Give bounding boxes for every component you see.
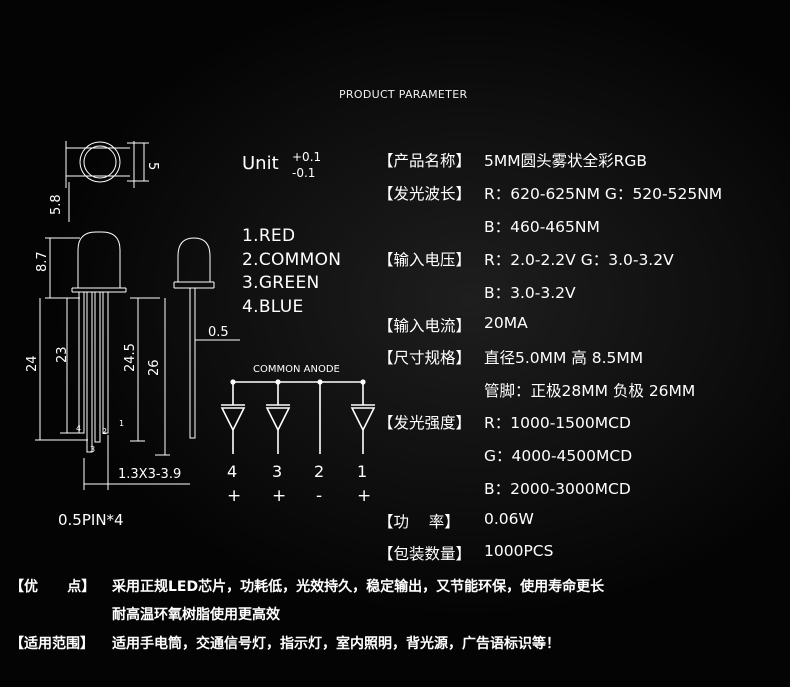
- param-value-voltage-2: B：3.0-3.2V: [484, 284, 576, 302]
- pin-label-blue: 4.BLUE: [242, 297, 304, 317]
- param-value-size-1: 直径5.0MM 高 8.5MM: [484, 349, 644, 367]
- side-pin-num-3: 3: [90, 445, 95, 454]
- diode-1: [350, 404, 376, 454]
- diode-3: [265, 404, 291, 454]
- pin-label-common: 2.COMMON: [242, 250, 342, 270]
- param-value-wavelength-1: R：620-625NM G：520-525NM: [484, 185, 723, 203]
- usage-text: 适用手电筒，交通信号灯，指示灯，室内照明，背光源，广告语标识等！: [112, 636, 560, 652]
- param-value-current: 20MA: [484, 314, 528, 332]
- unit-label: Unit: [242, 153, 279, 174]
- dim-lead-width: 0.5: [208, 325, 229, 340]
- advantages-text: 采用正规LED芯片，功耗低，光效持久，稳定输出，又节能环保，使用寿命更长: [112, 579, 605, 595]
- advantages-text-2: 耐高温环氧树脂使用更高效: [112, 607, 280, 623]
- dim-pitch: 1.3X3-3.9: [118, 467, 181, 482]
- param-value-voltage-1: R：2.0-2.2V G：3.0-3.2V: [484, 251, 674, 269]
- schematic-sign-4: +: [227, 486, 241, 506]
- led-top-view: [65, 141, 149, 222]
- dim-top-dia: 5: [145, 162, 160, 170]
- param-label-power: 【功 率】: [378, 513, 460, 531]
- param-label-current: 【输入电流】: [378, 317, 472, 335]
- tolerance-minus: -0.1: [292, 166, 316, 180]
- dim-flange: 5.8: [49, 194, 64, 215]
- schematic-num-2: 2: [314, 462, 324, 481]
- page-title: PRODUCT PARAMETER: [339, 88, 468, 101]
- side-pin-num-2: 2: [102, 427, 107, 436]
- dim-total: 24: [25, 355, 40, 372]
- param-value-intensity-r: R：1000-1500MCD: [484, 414, 631, 432]
- schematic-title: COMMON ANODE: [253, 364, 340, 375]
- led-front-view: [35, 231, 190, 490]
- side-pin-num-4: 4: [76, 424, 81, 433]
- param-label-voltage: 【输入电压】: [378, 251, 472, 269]
- advantages-label: 【优 点】: [10, 579, 96, 595]
- param-value-size-2: 管脚：正极28MM 负极 26MM: [484, 382, 696, 400]
- param-value-power: 0.06W: [484, 510, 534, 528]
- schematic-num-1: 1: [357, 462, 367, 481]
- led-side-view: [173, 237, 240, 439]
- diode-4: [220, 404, 246, 454]
- pin-spec: 0.5PIN*4: [58, 511, 124, 529]
- schematic-num-4: 4: [227, 462, 237, 481]
- param-label-intensity: 【发光强度】: [378, 414, 472, 432]
- schematic-sign-2: -: [316, 486, 322, 506]
- led-dimension-drawing: 5 5.8 8.7 24 23 24.5 26 0.5 1.3X3-3.9 4 …: [25, 141, 240, 529]
- param-label-quantity: 【包装数量】: [378, 545, 472, 563]
- schematic-sign-3: +: [272, 486, 286, 506]
- param-value-name: 5MM圆头雾状全彩RGB: [484, 152, 648, 170]
- param-value-intensity-b: B：2000-3000MCD: [484, 480, 631, 498]
- dim-pin-a: 23: [55, 346, 70, 363]
- common-anode-schematic: COMMON ANODE: [220, 364, 376, 506]
- pin-label-red: 1.RED: [242, 226, 296, 246]
- dim-pin-b: 24.5: [123, 343, 138, 372]
- param-label-size: 【尺寸规格】: [378, 349, 472, 367]
- param-label-name: 【产品名称】: [378, 152, 472, 170]
- param-value-quantity: 1000PCS: [484, 542, 554, 560]
- tolerance-plus: +0.1: [292, 150, 322, 164]
- param-value-wavelength-2: B：460-465NM: [484, 218, 600, 236]
- dim-pin-c: 26: [147, 359, 162, 376]
- schematic-sign-1: +: [357, 486, 371, 506]
- schematic-num-3: 3: [272, 462, 282, 481]
- pin-label-green: 3.GREEN: [242, 273, 320, 293]
- side-pin-num-1: 1: [119, 419, 124, 428]
- dim-dome: 8.7: [35, 251, 50, 272]
- param-label-wavelength: 【发光波长】: [378, 185, 472, 203]
- param-value-intensity-g: G：4000-4500MCD: [484, 447, 633, 465]
- usage-label: 【适用范围】: [10, 636, 94, 652]
